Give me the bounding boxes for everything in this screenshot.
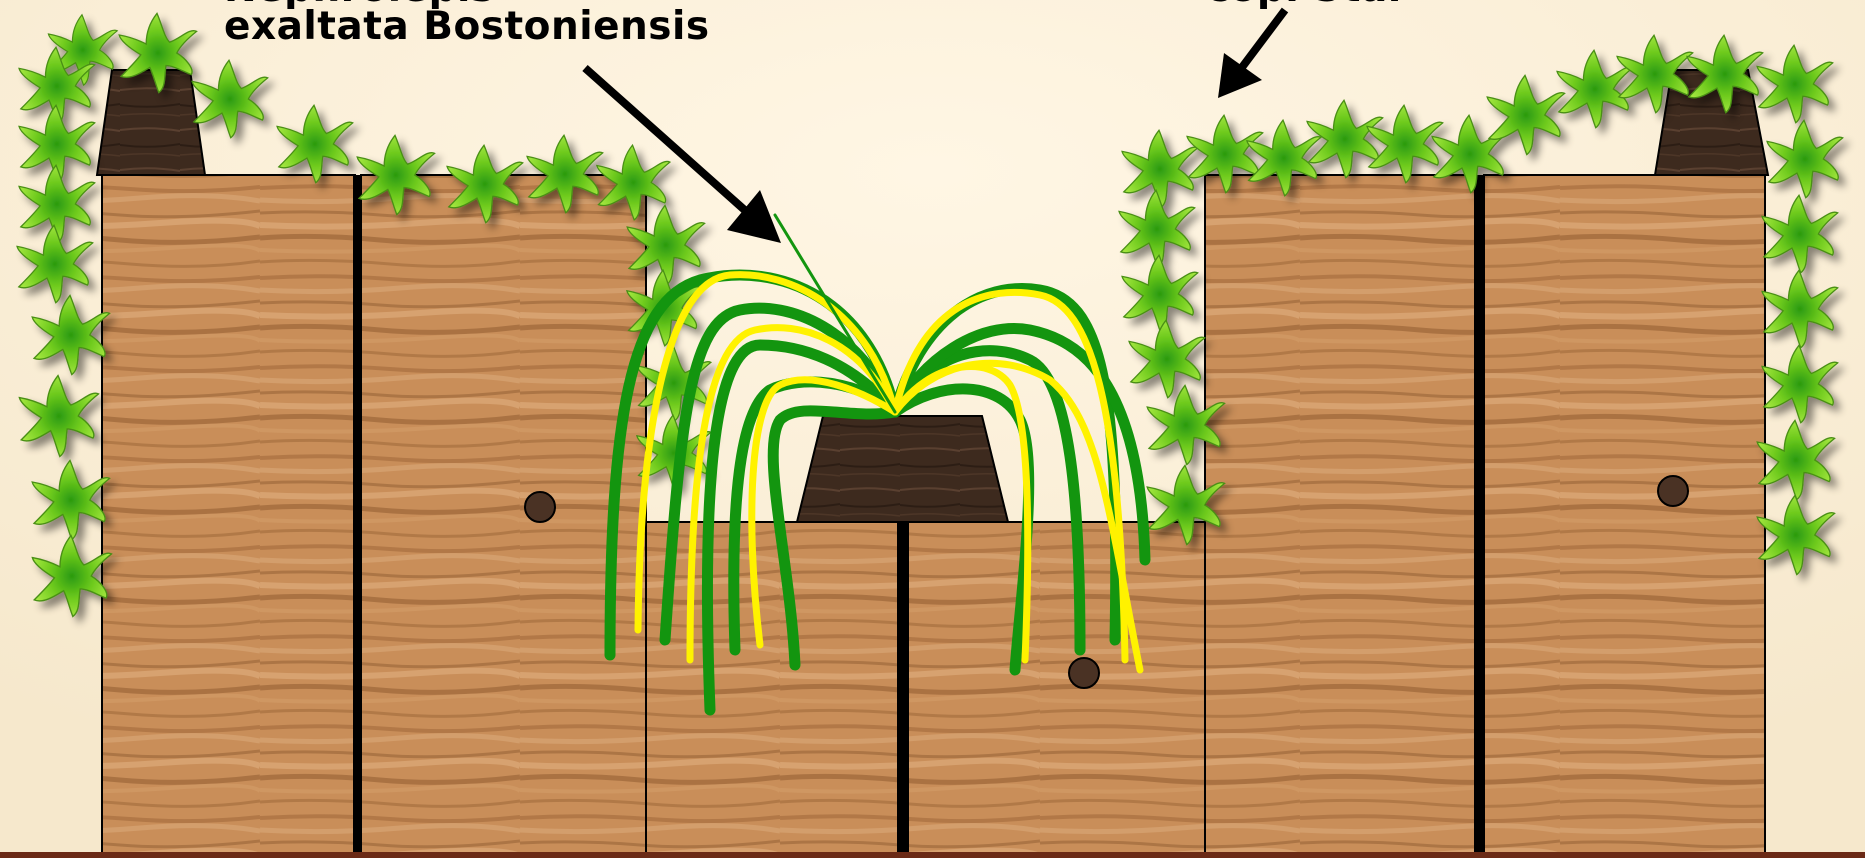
knob-icon xyxy=(525,492,555,522)
fern-label-line2: exaltata Bostoniensis xyxy=(224,8,710,46)
left-divider xyxy=(353,175,362,858)
left-cabinet xyxy=(102,175,646,858)
knob-icon xyxy=(1658,476,1688,506)
right-panel-inner xyxy=(1205,175,1475,858)
left-panel-inner xyxy=(361,175,646,858)
fern-label: Nephrolepis exaltata Bostoniensis xyxy=(224,0,710,46)
center-panel-right xyxy=(908,522,1205,858)
pot-center xyxy=(797,416,1008,522)
knob-icon xyxy=(1069,658,1099,688)
pot-left xyxy=(97,70,205,175)
center-panel-left xyxy=(646,522,898,858)
left-panel-outer xyxy=(102,175,355,858)
center-divider xyxy=(898,522,908,858)
right-cabinet xyxy=(1205,175,1765,858)
right-divider xyxy=(1474,175,1484,858)
star-label: copi Star xyxy=(1206,0,1408,8)
star-label-line1: copi Star xyxy=(1206,0,1408,8)
floor-line xyxy=(0,852,1865,858)
right-panel-outer xyxy=(1484,175,1765,858)
